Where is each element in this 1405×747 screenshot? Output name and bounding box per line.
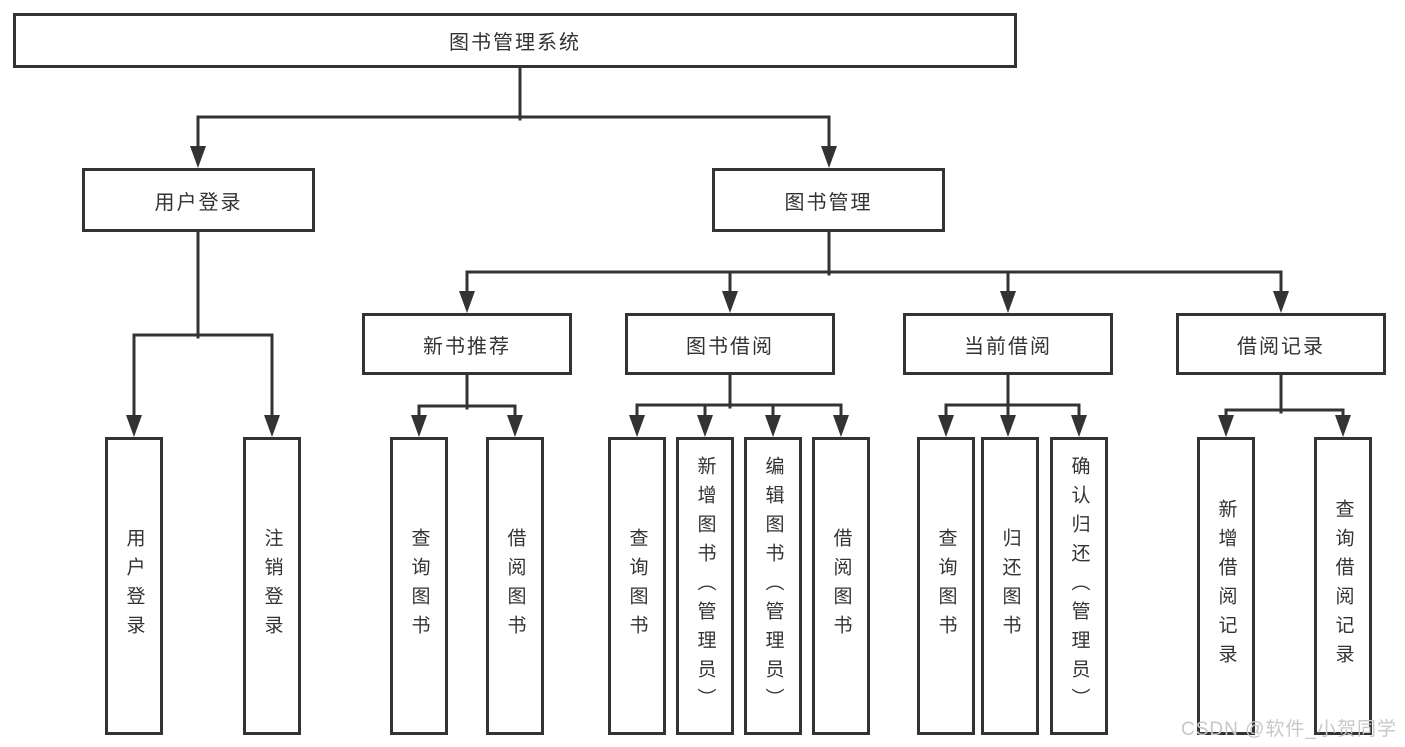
node-label: 确认归还（管理员）: [1068, 455, 1090, 717]
leaf-query-books-recommend: 查询图书: [390, 437, 448, 735]
node-label: 新增借阅记录: [1215, 499, 1237, 673]
node-label: 图书借阅: [686, 335, 774, 358]
node-label: 新增图书（管理员）: [694, 455, 716, 717]
node-label: 用户登录: [154, 191, 243, 214]
node-label: 查询借阅记录: [1332, 499, 1354, 673]
leaf-add-books-admin: 新增图书（管理员）: [676, 437, 734, 735]
node-user-login: 用户登录: [82, 168, 315, 232]
node-borrow-records: 借阅记录: [1176, 313, 1386, 375]
node-new-book-recommend: 新书推荐: [362, 313, 572, 375]
node-label: 查询图书: [935, 528, 957, 644]
leaf-return-books: 归还图书: [981, 437, 1039, 735]
leaf-add-borrow-record: 新增借阅记录: [1197, 437, 1255, 735]
leaf-borrow-books: 借阅图书: [812, 437, 870, 735]
node-label: 新书推荐: [423, 335, 511, 358]
node-label: 图书管理系统: [449, 32, 581, 54]
node-label: 归还图书: [999, 528, 1021, 644]
leaf-confirm-return-admin: 确认归还（管理员）: [1050, 437, 1108, 735]
node-root: 图书管理系统: [13, 13, 1017, 68]
node-label: 借阅图书: [504, 528, 526, 644]
node-label: 借阅记录: [1237, 335, 1325, 358]
leaf-query-borrow-record: 查询借阅记录: [1314, 437, 1372, 735]
leaf-logout: 注销登录: [243, 437, 301, 735]
node-label: 当前借阅: [964, 335, 1052, 358]
leaf-query-books-current: 查询图书: [917, 437, 975, 735]
node-label: 查询图书: [408, 528, 430, 644]
node-label: 注销登录: [261, 528, 283, 644]
node-label: 编辑图书（管理员）: [762, 455, 784, 717]
node-book-management: 图书管理: [712, 168, 945, 232]
node-current-borrow: 当前借阅: [903, 313, 1113, 375]
node-label: 图书管理: [784, 191, 873, 214]
node-label: 用户登录: [123, 528, 145, 644]
node-label: 借阅图书: [830, 528, 852, 644]
leaf-borrow-books-recommend: 借阅图书: [486, 437, 544, 735]
node-book-borrow: 图书借阅: [625, 313, 835, 375]
node-label: 查询图书: [626, 528, 648, 644]
leaf-query-books-borrow: 查询图书: [608, 437, 666, 735]
leaf-user-login: 用户登录: [105, 437, 163, 735]
csdn-watermark: CSDN @软件_小贺同学: [1181, 719, 1397, 740]
leaf-edit-books-admin: 编辑图书（管理员）: [744, 437, 802, 735]
